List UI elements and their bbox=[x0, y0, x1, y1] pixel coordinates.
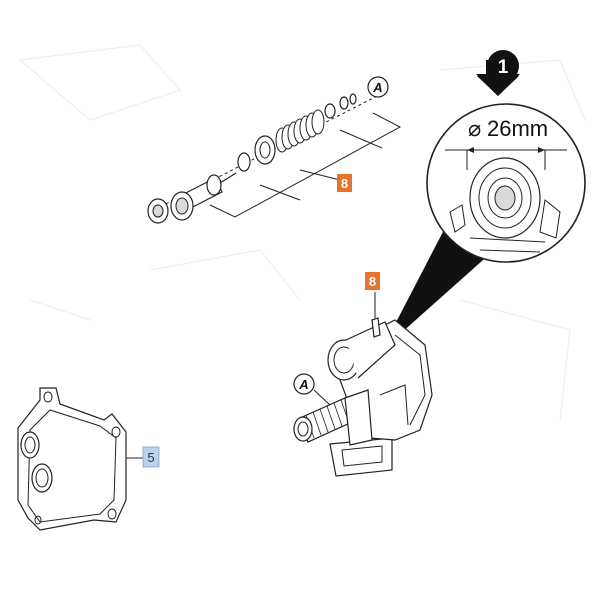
o-ring bbox=[237, 152, 251, 172]
callout-5-cover: 5 bbox=[142, 446, 160, 468]
callout-5-label: 5 bbox=[147, 450, 154, 465]
callout-a-pump: A bbox=[293, 373, 331, 406]
pump-head-assembly bbox=[293, 292, 433, 477]
callout-8-valve-group-label: 8 bbox=[341, 176, 348, 191]
valve-spring bbox=[275, 109, 325, 153]
valve-nut bbox=[147, 198, 169, 224]
small-seal bbox=[339, 96, 349, 110]
inlet-strainer bbox=[293, 397, 353, 443]
valve-assembly-exploded: A bbox=[147, 76, 402, 224]
diameter-value: 26mm bbox=[487, 116, 548, 141]
step-1-arrow: 1 bbox=[476, 50, 520, 96]
detail-magnifier: ⌀ 26mm bbox=[392, 103, 586, 334]
pump-cover bbox=[17, 387, 144, 531]
callout-8-on-pump: 8 bbox=[365, 272, 380, 290]
small-ring bbox=[349, 93, 357, 105]
callout-8-on-pump-label: 8 bbox=[369, 274, 376, 289]
callout-a-pump-label: A bbox=[298, 377, 308, 392]
background-ghost-lines bbox=[18, 44, 586, 421]
step-1-label: 1 bbox=[498, 57, 509, 78]
callout-a-top: A bbox=[367, 76, 389, 98]
valve-body bbox=[170, 172, 237, 221]
callout-a-top-label: A bbox=[372, 80, 382, 95]
seal-ring bbox=[254, 135, 276, 165]
callout-8-valve-group: 8 bbox=[337, 174, 352, 192]
diameter-symbol: ⌀ bbox=[468, 116, 481, 141]
valve-seat-detail bbox=[469, 157, 541, 239]
washer bbox=[324, 103, 336, 119]
